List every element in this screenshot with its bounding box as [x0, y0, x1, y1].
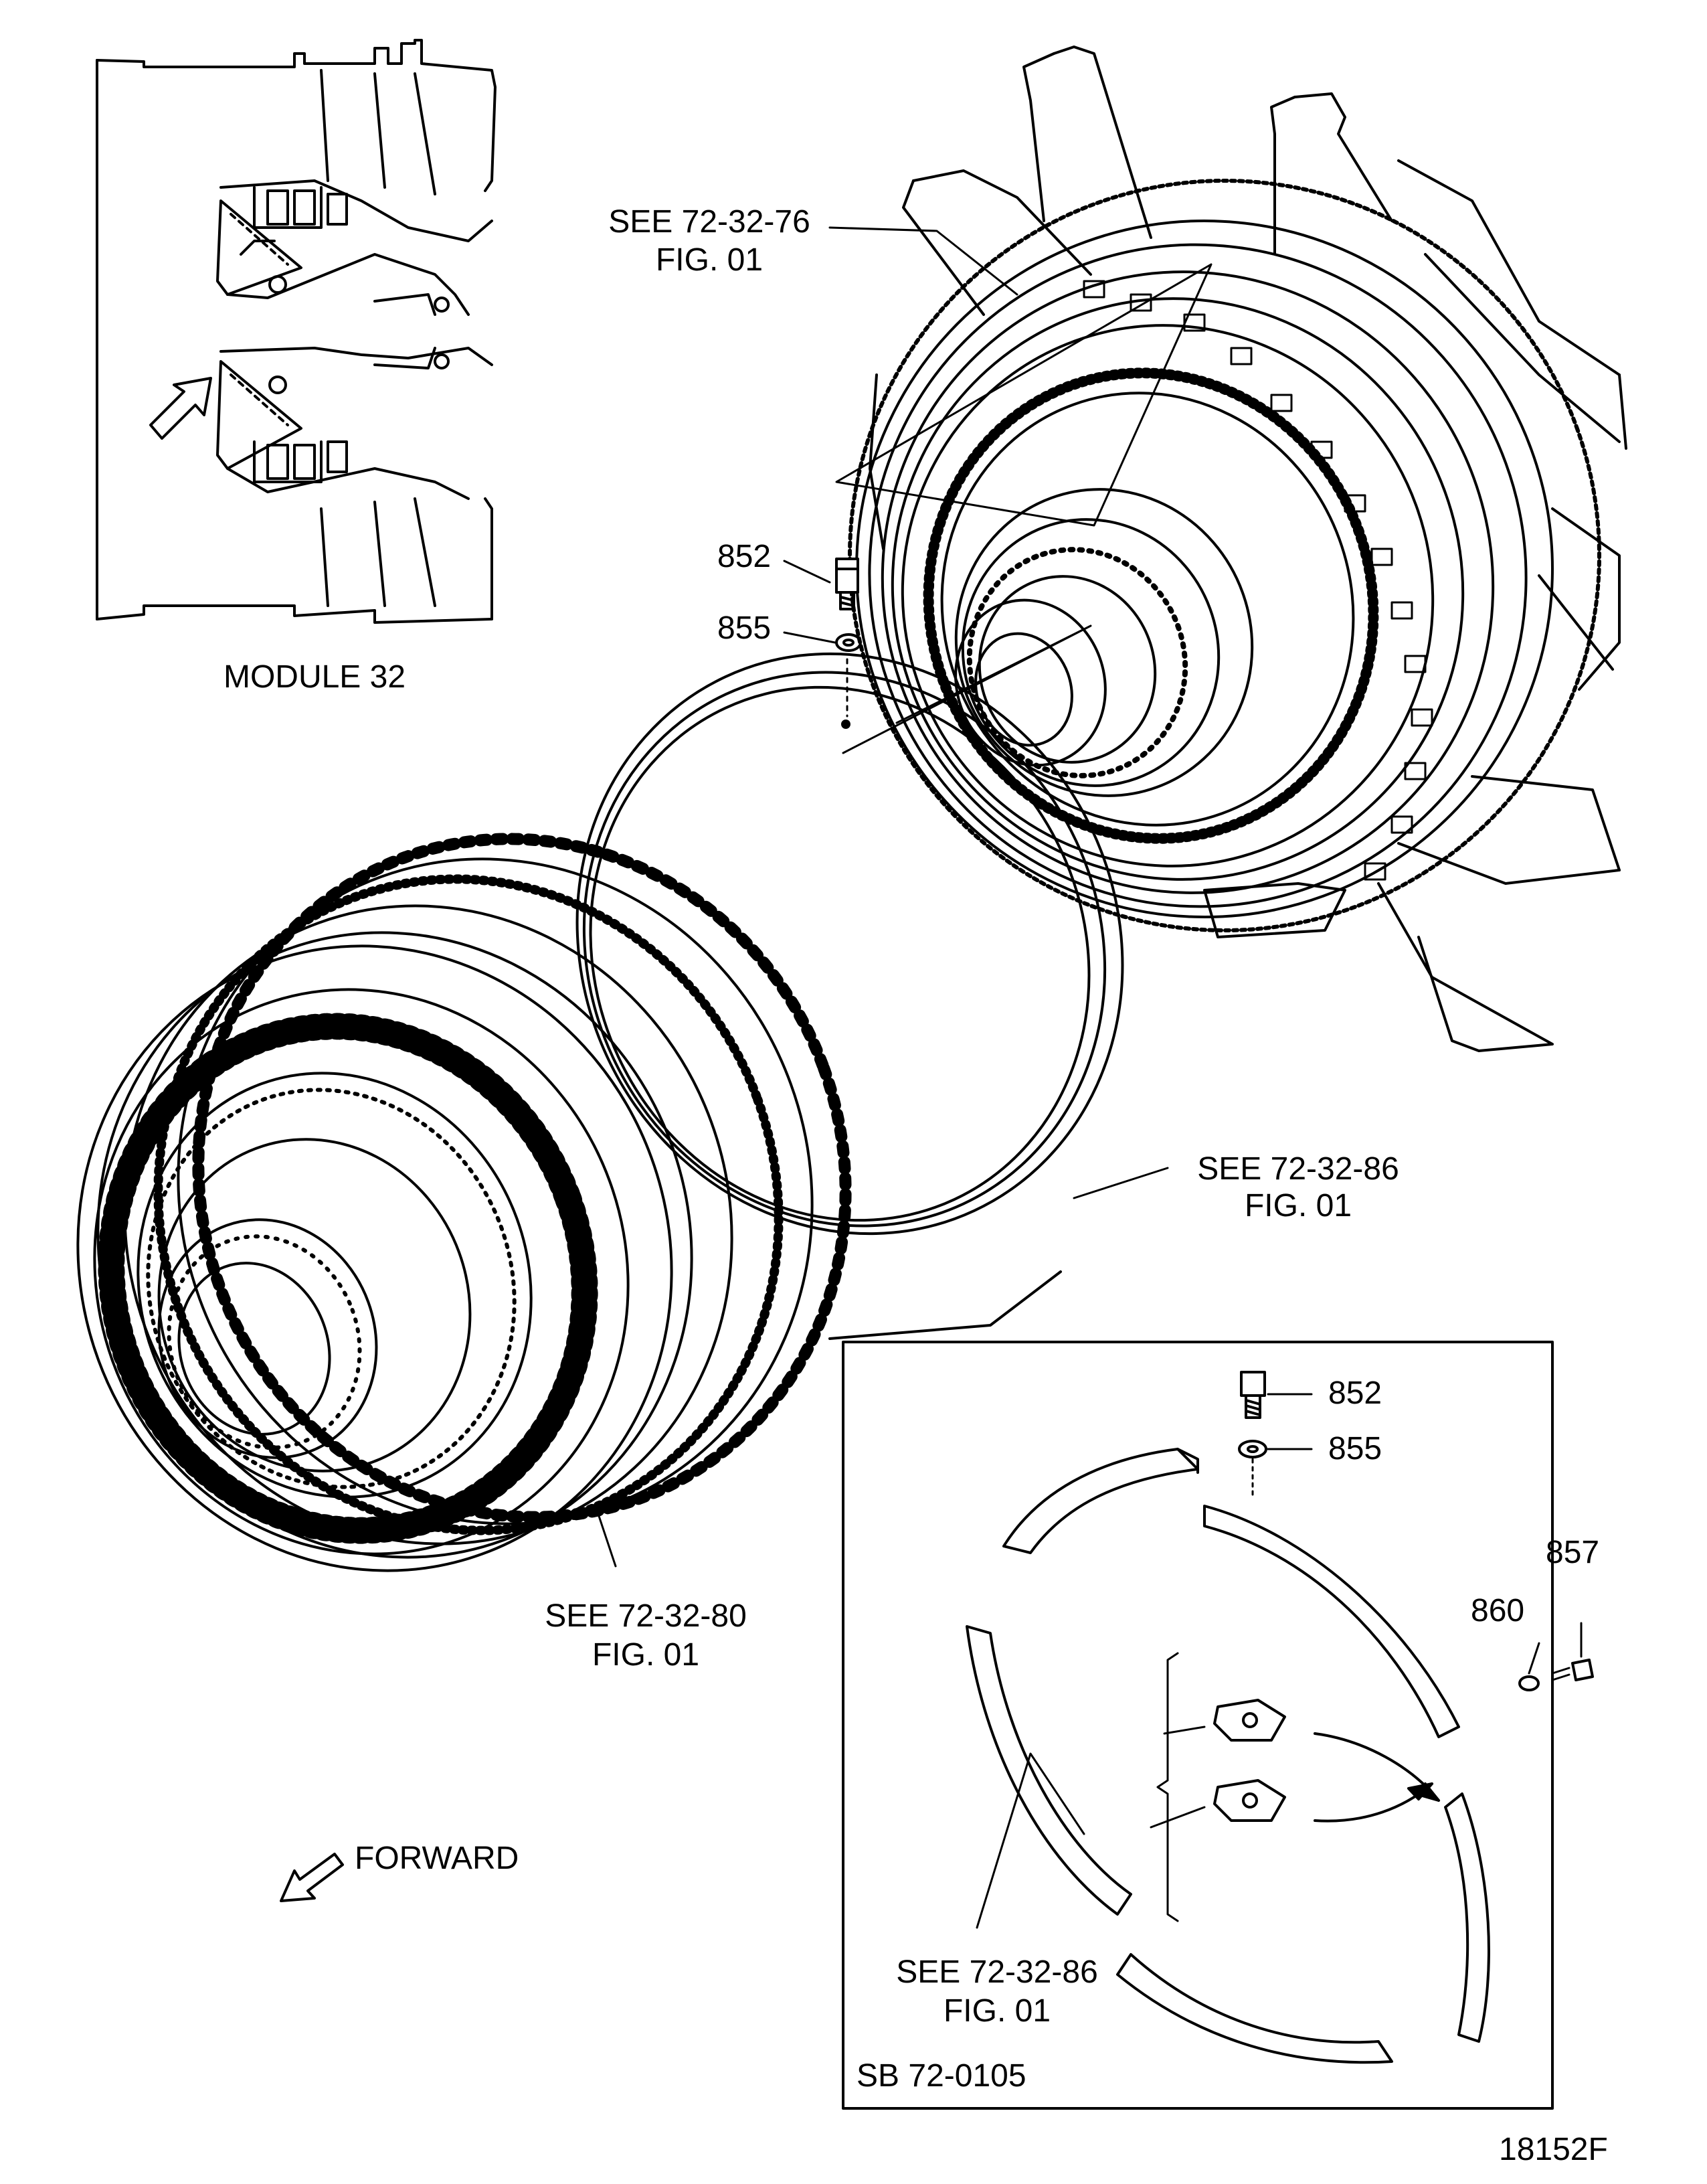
bracket — [1150, 1699, 1286, 1829]
callout-852-main: 852 — [717, 539, 772, 574]
washer-860 — [1518, 1675, 1540, 1691]
ref-fig-72-32-80: FIG. 01 — [592, 1637, 700, 1673]
ref-see-72-32-76: SEE 72-32-76 — [608, 204, 810, 240]
callout-855-detail: 855 — [1328, 1431, 1382, 1466]
ring-segment — [966, 1448, 1490, 2064]
bolt-852-detail — [1240, 1371, 1266, 1419]
bolt-852-main — [835, 558, 859, 610]
ref-fig-72-32-86-detail: FIG. 01 — [943, 1993, 1051, 2029]
callout-852-detail: 852 — [1328, 1375, 1382, 1411]
seal-ring — [575, 652, 1124, 1340]
callout-860: 860 — [1471, 1593, 1525, 1628]
callout-857: 857 — [1546, 1535, 1600, 1570]
turbine-rotor-stage — [76, 833, 852, 1572]
callout-855-main: 855 — [717, 610, 772, 646]
ref-see-72-32-86-detail: SEE 72-32-86 — [896, 1954, 1098, 1990]
inset-caption: MODULE 32 — [223, 659, 406, 695]
ref-see-72-32-80: SEE 72-32-80 — [545, 1598, 747, 1634]
detail-box-label: SB 72-0105 — [857, 2058, 1026, 2094]
forward-label: FORWARD — [355, 1841, 519, 1876]
washer-855-detail — [1238, 1440, 1267, 1458]
module-32-inset — [96, 39, 497, 624]
figure-id: 18152F — [1499, 2132, 1608, 2167]
ref-see-72-32-86-main: SEE 72-32-86 — [1197, 1151, 1399, 1187]
screw-857 — [1571, 1659, 1594, 1681]
turbine-case-assembly — [848, 46, 1627, 1052]
ref-fig-72-32-86-main: FIG. 01 — [1244, 1188, 1352, 1224]
forward-arrow-icon — [280, 1853, 344, 1902]
washer-855-main — [835, 633, 862, 652]
detail-box-sb-72-0105 — [842, 1341, 1594, 2110]
flow-arrow-icon — [149, 377, 212, 440]
ref-fig-72-32-76: FIG. 01 — [655, 242, 763, 278]
